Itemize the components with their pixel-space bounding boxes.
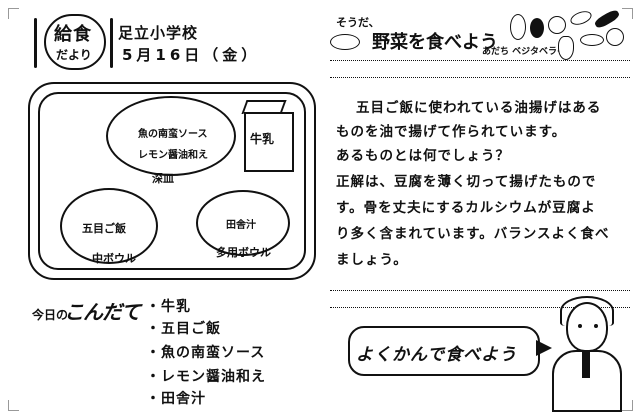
vegetable-icon [593, 8, 621, 30]
article-line: 五目ご飯に使われている油揚げはある [356, 100, 602, 116]
newsletter-logo: 給食 だより [44, 14, 106, 70]
menu-item: ・魚の南蛮ソース [146, 345, 266, 361]
vegetable-icon [606, 28, 624, 46]
menu-title-part1: 今日の [32, 308, 69, 322]
medium-bowl-item: 五目ご飯 [82, 222, 126, 235]
deep-dish [106, 96, 236, 176]
tray-outline [28, 82, 316, 280]
logo-line2: だより [56, 48, 92, 62]
vegetable-icon [330, 34, 360, 50]
medium-bowl [60, 188, 158, 264]
multi-purpose-bowl [196, 190, 290, 256]
multi-bowl-item: 田舎汁 [226, 220, 256, 231]
multi-bowl-label: 多用ボウル [216, 246, 271, 259]
vegetable-icon [558, 36, 574, 60]
crop-mark-tr [622, 8, 633, 19]
vegetable-strip-bottom [330, 290, 630, 308]
crop-mark-bl [8, 400, 19, 411]
vegetable-icon [568, 8, 594, 28]
vegetable-icon [510, 14, 526, 40]
deep-dish-label: 深皿 [152, 172, 174, 185]
milk-label: 牛乳 [250, 132, 275, 146]
vegetable-strip-top [330, 60, 630, 78]
deep-dish-item1: 魚の南蛮ソース [138, 129, 208, 140]
menu-item: ・レモン醤油和え [146, 369, 266, 385]
banner-title: 野菜を食べよう [372, 32, 498, 53]
character-eye [594, 324, 598, 328]
milk-carton [244, 112, 294, 172]
article-line: あるものとは何でしょう？ [336, 148, 510, 164]
article-line: す。骨を丈夫にするカルシウムが豆腐よ [336, 200, 596, 216]
character-tie [582, 352, 590, 378]
school-name: 足立小学校 [118, 24, 199, 42]
article-line: ましょう。 [336, 252, 408, 268]
spoon-icon [110, 18, 113, 68]
logo-line1: 給食 [54, 24, 92, 45]
menu-title-part2: こんだて [64, 300, 141, 324]
medium-bowl-label: 中ボウル [92, 252, 136, 265]
menu-title: 今日の こんだて [26, 296, 144, 332]
menu-item: ・五目ご飯 [146, 321, 221, 337]
deep-dish-item2: レモン醤油和え [138, 150, 208, 161]
crop-mark-tl [8, 8, 19, 19]
article-line: り多く含まれています。バランスよく食べ [336, 226, 610, 242]
bubble-tail [536, 340, 552, 356]
menu-item: ・牛乳 [146, 299, 191, 315]
character-hair [560, 296, 614, 326]
tray-inner [38, 92, 306, 270]
banner-prefix: そうだ、 [336, 16, 380, 29]
crop-mark-br [622, 400, 633, 411]
vegetable-icon [530, 18, 544, 38]
article-line: ものを油で揚げて作られています。 [336, 124, 567, 140]
article-line: 正解は、豆腐を薄く切って揚げたもので [336, 174, 597, 190]
vegetable-icon [580, 34, 604, 46]
fork-icon [34, 18, 37, 68]
vegetable-icon [548, 16, 566, 34]
menu-item: ・田舎汁 [146, 391, 206, 407]
banner-subtitle: あだち ベジタベライフ [482, 47, 575, 57]
slogan-text: よくかんで食べよう [356, 345, 518, 365]
newsletter-date: 5月16日（金） [122, 46, 261, 64]
vegetable-banner: そうだ、 野菜を食べよう あだち ベジタベライフ [330, 8, 630, 74]
character-eye [578, 324, 582, 328]
